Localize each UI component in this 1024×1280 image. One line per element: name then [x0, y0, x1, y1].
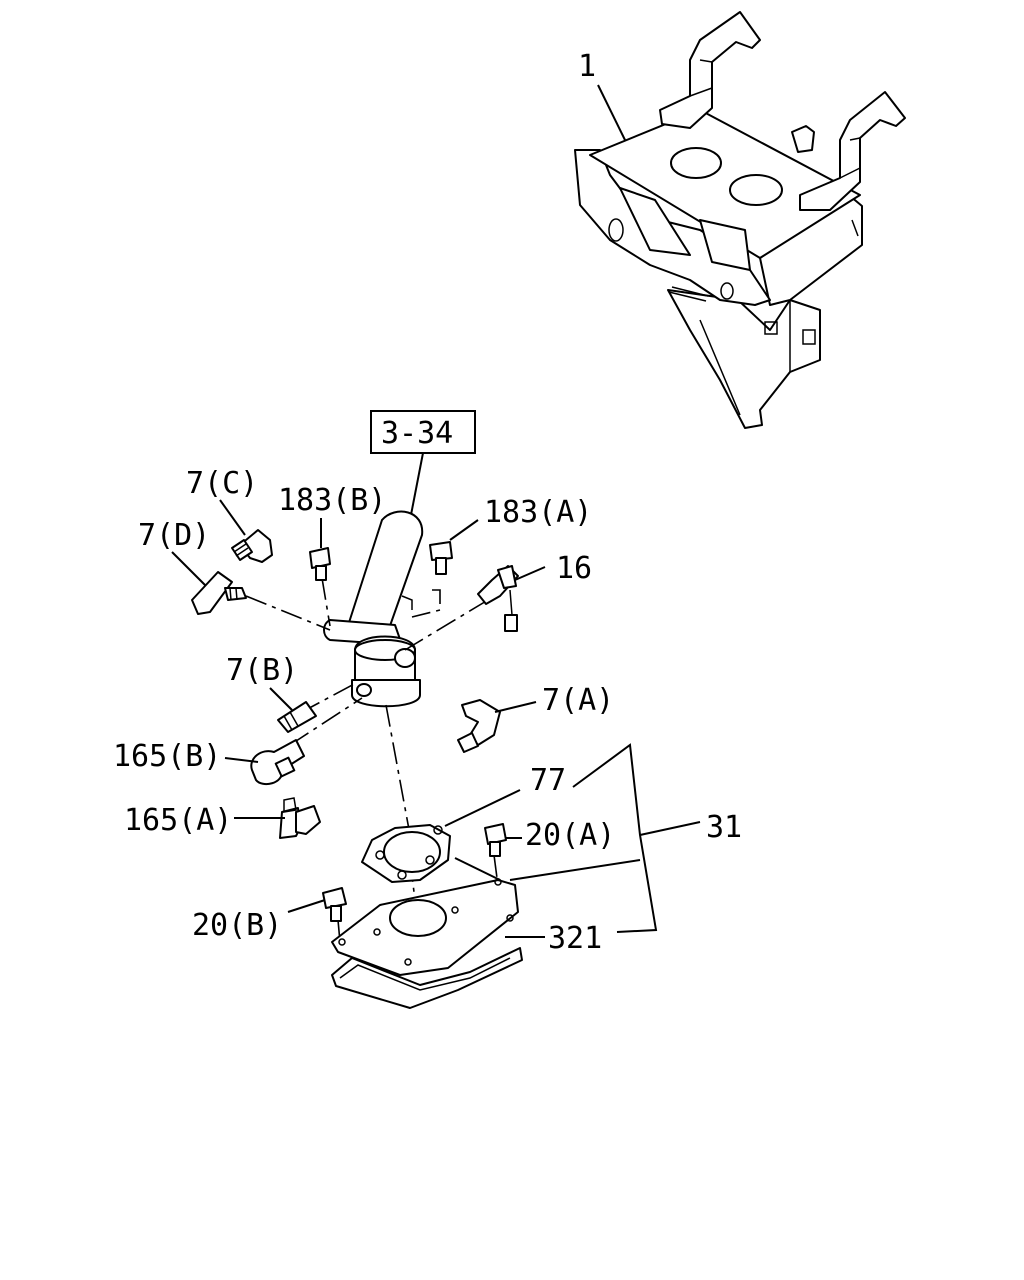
leader-77	[444, 789, 521, 827]
bolt-20a	[484, 823, 507, 857]
centerline-165b	[289, 697, 363, 746]
leader-20b	[287, 899, 326, 913]
label-165a: 165(A)	[124, 803, 232, 838]
reference-box	[370, 410, 476, 454]
fitting-7b	[277, 701, 317, 733]
fitting-7c	[231, 529, 273, 563]
label-7b: 7(B)	[226, 653, 298, 688]
label-183a: 183(A)	[484, 495, 592, 530]
gasket-321	[331, 878, 523, 1009]
leader-7c	[219, 499, 246, 536]
bolt-183b	[309, 547, 331, 581]
assembly-31-leader	[454, 743, 701, 933]
centerline-20a	[493, 854, 498, 879]
fitting-165a	[279, 797, 321, 839]
label-321: 321	[548, 921, 602, 956]
label-165b: 165(B)	[113, 739, 221, 774]
bolt-183a	[429, 541, 453, 575]
label-7a: 7(A)	[542, 683, 614, 718]
leader-7b	[269, 687, 293, 711]
reference-box-text: 3-34	[381, 416, 453, 451]
centerline-16	[404, 599, 489, 651]
bolt-20b	[322, 887, 347, 922]
leader-7a	[494, 701, 537, 713]
label-16: 16	[556, 551, 592, 586]
label-77: 77	[530, 763, 566, 798]
bracket-part-1	[574, 11, 906, 429]
centerline-183a	[411, 589, 441, 618]
fitting-7a	[457, 699, 501, 753]
label-7c: 7(C)	[186, 466, 258, 501]
fitting-7d	[191, 571, 247, 615]
label-31: 31	[706, 810, 742, 845]
fitting-165b	[250, 739, 305, 786]
label-183b: 183(B)	[278, 483, 386, 518]
valve-body	[323, 510, 424, 708]
centerline-7d	[245, 595, 331, 631]
leader-165b	[224, 757, 259, 763]
leader-183a	[449, 519, 479, 541]
label-20a: 20(A)	[525, 818, 615, 853]
centerline-183b	[321, 577, 331, 627]
switch-16	[477, 565, 519, 632]
leader-reference	[409, 452, 424, 521]
leader-bracket-1	[597, 84, 626, 141]
centerline-plate	[385, 704, 411, 836]
plate-77	[361, 824, 451, 883]
leader-16	[514, 566, 546, 581]
label-7d: 7(D)	[138, 518, 210, 553]
leader-7d	[171, 551, 206, 586]
label-20b: 20(B)	[192, 908, 282, 943]
label-bracket-1: 1	[578, 49, 596, 84]
